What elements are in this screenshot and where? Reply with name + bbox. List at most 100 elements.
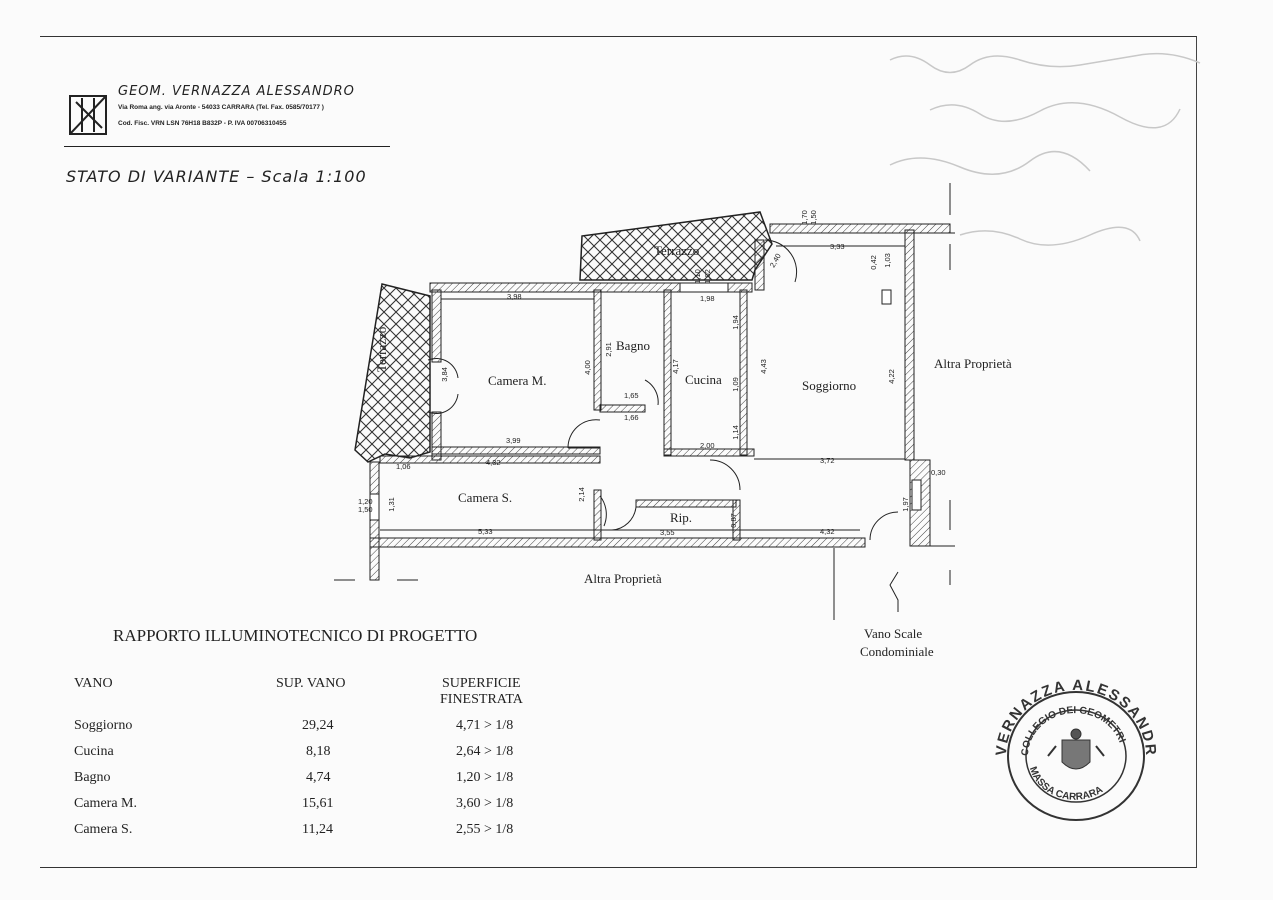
dim-label: 2,00 — [700, 441, 715, 450]
room-camera-m: Camera M. — [488, 373, 547, 388]
wall-cameram-bottom — [431, 446, 601, 455]
header-rule — [64, 146, 390, 147]
label-altra-proprieta-right: Altra Proprietà — [934, 356, 1012, 371]
dim-label: 0,42 — [868, 255, 878, 270]
dim-label: 1,70 — [799, 210, 809, 225]
table-row-sup: 29,24 — [302, 718, 334, 733]
dim-label: 0,30 — [931, 468, 946, 477]
dim-label: 1,09 — [730, 377, 740, 392]
dim-label: 4,43 — [758, 359, 768, 374]
terrace-left-area — [354, 283, 431, 463]
dim-label: 2,14 — [576, 487, 586, 502]
table-row-vano: Camera M. — [74, 796, 137, 811]
room-soggiorno: Soggiorno — [802, 378, 857, 393]
wall-rip-top — [635, 499, 737, 508]
dim-label: 4,17 — [670, 359, 680, 374]
table-row-sup: 4,74 — [306, 770, 331, 785]
dim-label: 4,00 — [582, 360, 592, 375]
table-row-vano: Camera S. — [74, 822, 133, 837]
wall-top-left — [429, 282, 753, 293]
wall-bagno-left — [593, 289, 602, 411]
door-entrance — [869, 511, 899, 541]
room-rip: Rip. — [670, 510, 693, 525]
dim-label: 3,99 — [506, 436, 521, 445]
dim-label: 1,65 — [624, 391, 639, 400]
label-vano-scale: Vano Scale — [864, 626, 923, 641]
dim-label: 2,91 — [603, 342, 613, 357]
label-condominiale: Condominiale — [860, 644, 934, 659]
report-header-fin2: FINESTRATA — [440, 692, 523, 707]
report-header-fin1: SUPERFICIE — [442, 676, 521, 691]
report-title: RAPPORTO ILLUMINOTECNICO DI PROGETTO — [113, 626, 478, 645]
dim-label: 1,97 — [900, 497, 910, 512]
door-terrace — [764, 239, 798, 283]
room-terrazzo-left: Terrazzo — [374, 326, 389, 372]
studio-logo — [68, 92, 108, 138]
dim-label: 4,22 — [886, 369, 896, 384]
coat-of-arms-icon — [1047, 728, 1105, 770]
drawing-title: STATO DI VARIANTE – Scala 1:100 — [66, 167, 367, 186]
studio-fiscal: Cod. Fisc. VRN LSN 76H18 B832P - P. IVA … — [118, 120, 287, 127]
table-row-sup: 11,24 — [302, 822, 333, 837]
dim-label: 3,84 — [439, 367, 449, 382]
table-row-fin: 4,71 > 1/8 — [456, 718, 514, 733]
professional-stamp: VERNAZZA ALESSANDRO COLLEGIO DEI GEOMETR… — [988, 676, 1157, 821]
room-bagno: Bagno — [616, 338, 650, 353]
dim-label: 3,33 — [830, 242, 845, 251]
wall-bagno-bottom — [599, 404, 646, 413]
table-row-sup: 8,18 — [306, 744, 331, 759]
door-bagno — [644, 379, 659, 406]
report-header-vano: VANO — [74, 676, 113, 691]
dim-label: 1,10 — [692, 269, 702, 284]
dim-label: 1,02 — [702, 269, 712, 284]
drawing-frame — [40, 36, 1197, 868]
dim-label: 1,06 — [396, 462, 411, 471]
table-row-sup: 15,61 — [302, 796, 334, 811]
wall-cucina-right — [739, 289, 748, 456]
dim-label: 3,55 — [660, 528, 675, 537]
dim-label: 1,14 — [730, 425, 740, 440]
wall-cucina-bottom — [663, 448, 755, 457]
table-row-fin: 3,60 > 1/8 — [456, 796, 514, 811]
room-cucina: Cucina — [685, 372, 722, 387]
bleed-through-handwriting — [880, 40, 1260, 280]
wall-cameras-top — [379, 455, 601, 464]
table-row-fin: 2,64 > 1/8 — [456, 744, 514, 759]
dim-label: 1,20 — [358, 497, 373, 506]
dim-label: 1,03 — [882, 253, 892, 268]
door-camera-m — [567, 419, 601, 449]
studio-address: Via Roma ang. via Aronte - 54033 CARRARA… — [118, 104, 324, 111]
wall-right — [904, 229, 915, 461]
studio-name: GEOM. VERNAZZA ALESSANDRO — [118, 84, 355, 99]
table-row-vano: Cucina — [74, 744, 114, 759]
room-camera-s: Camera S. — [458, 490, 513, 505]
dim-label: 1,94 — [730, 315, 740, 330]
wall-rip-right — [732, 499, 741, 541]
wall-left-cameras — [369, 461, 380, 581]
dim-label: 1,31 — [386, 497, 396, 512]
dim-label: 4,32 — [486, 458, 501, 467]
room-terrazzo-top: Terrazzo — [654, 243, 700, 258]
wall-top-right — [769, 223, 951, 234]
dim-label: 1,66 — [624, 413, 639, 422]
dim-label: 1,98 — [700, 294, 715, 303]
table-row-fin: 2,55 > 1/8 — [456, 822, 514, 837]
dim-label: 1,50 — [808, 210, 818, 225]
wall-bottom — [369, 537, 866, 548]
door-cucina — [709, 459, 741, 491]
table-row-vano: Bagno — [74, 770, 111, 785]
stamp-inner-bottom-text: MASSA CARRARA — [1027, 765, 1105, 803]
dim-label: 0,87 — [728, 513, 738, 528]
svg-text:MASSA CARRARA: MASSA CARRARA — [1027, 765, 1105, 803]
door-rip — [611, 506, 637, 531]
table-row-vano: Soggiorno — [74, 718, 133, 733]
dim-label: 3,98 — [507, 292, 522, 301]
studio-logo-icon — [69, 95, 107, 135]
wall-soggiorno-upper — [754, 239, 765, 291]
table-row-fin: 1,20 > 1/8 — [456, 770, 514, 785]
dim-label: 4,32 — [820, 527, 835, 536]
dim-label: 3,72 — [820, 456, 835, 465]
dim-label: 5,33 — [478, 527, 493, 536]
door-terrace-left — [427, 357, 459, 415]
report-header-sup: SUP. VANO — [276, 676, 346, 691]
